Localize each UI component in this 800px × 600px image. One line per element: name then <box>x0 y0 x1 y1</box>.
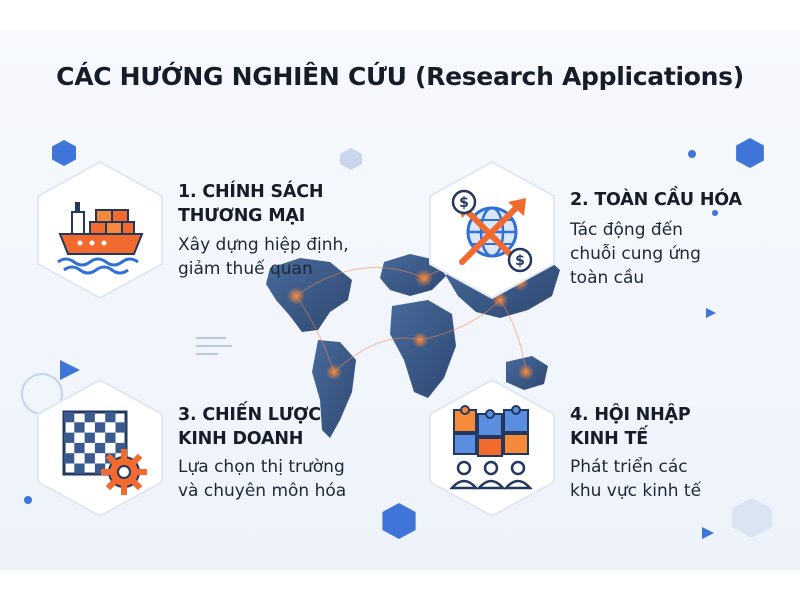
card-3-desc-line: Lựa chọn thị trường <box>178 457 345 477</box>
cargo-ship-icon <box>57 202 144 275</box>
card-4-title: 4. HỘI NHẬP KINH TẾ <box>570 403 691 451</box>
chessboard-gear-icon <box>62 410 147 495</box>
decorative-triangle <box>702 527 714 539</box>
card-4-description: Phát triển các khu vực kinh tế <box>570 455 701 503</box>
decorative-triangle <box>706 308 716 318</box>
card-2-desc-line: chuỗi cung ứng <box>570 244 701 264</box>
card-3-desc-line: và chuyên môn hóa <box>178 481 347 501</box>
decorative-cube <box>340 148 362 170</box>
card-3-title-line: KINH DOANH <box>178 429 304 449</box>
card-2-desc-line: toàn cầu <box>570 268 645 288</box>
decorative-triangle <box>60 360 80 380</box>
card-2-title-line: 2. TOÀN CẦU HÓA <box>570 190 742 210</box>
globe-dollar-icon: $ $ <box>451 189 533 273</box>
card-2-desc-line: Tác động đến <box>570 220 683 240</box>
card-4-title-line: KINH TẾ <box>570 429 648 449</box>
card-3-description: Lựa chọn thị trường và chuyên môn hóa <box>178 455 346 503</box>
decorative-dot <box>712 210 718 216</box>
decorative-dot <box>688 150 696 158</box>
decorative-dot <box>24 496 32 504</box>
svg-text:$: $ <box>459 195 469 211</box>
card-1-description: Xây dựng hiệp định, giảm thuế quan <box>178 233 349 281</box>
puzzle-people-icon <box>449 405 533 490</box>
card-3-title-line: 3. CHIẾN LƯỢC <box>178 405 321 425</box>
card-4-desc-line: khu vực kinh tế <box>570 481 702 501</box>
card-4-desc-line: Phát triển các <box>570 457 688 477</box>
decorative-hexagon <box>52 140 76 166</box>
card-4-icon-hexagon <box>428 378 556 518</box>
card-1-desc-line: giảm thuế quan <box>178 259 313 279</box>
card-1-desc-line: Xây dựng hiệp định, <box>178 235 349 255</box>
page-title: CÁC HƯỚNG NGHIÊN CỨU (Research Applicati… <box>56 62 744 91</box>
decorative-dashes <box>196 337 232 355</box>
decorative-hexagon <box>382 503 416 539</box>
svg-text:$: $ <box>515 253 525 269</box>
card-1-title-line: 1. CHÍNH SÁCH <box>178 182 324 202</box>
decorative-hexagon <box>736 138 764 168</box>
card-2-title: 2. TOÀN CẦU HÓA <box>570 188 742 212</box>
card-2-description: Tác động đến chuỗi cung ứng toàn cầu <box>570 218 701 290</box>
card-3-icon-hexagon <box>36 378 164 518</box>
card-4-title-line: 4. HỘI NHẬP <box>570 405 691 425</box>
card-1-title-line: THƯƠNG MẠI <box>178 206 306 226</box>
card-2-icon-hexagon: $ $ <box>428 160 556 300</box>
card-1-icon-hexagon <box>36 160 164 300</box>
decorative-cube <box>732 498 772 538</box>
card-1-title: 1. CHÍNH SÁCH THƯƠNG MẠI <box>178 180 324 228</box>
card-3-title: 3. CHIẾN LƯỢC KINH DOANH <box>178 403 321 451</box>
